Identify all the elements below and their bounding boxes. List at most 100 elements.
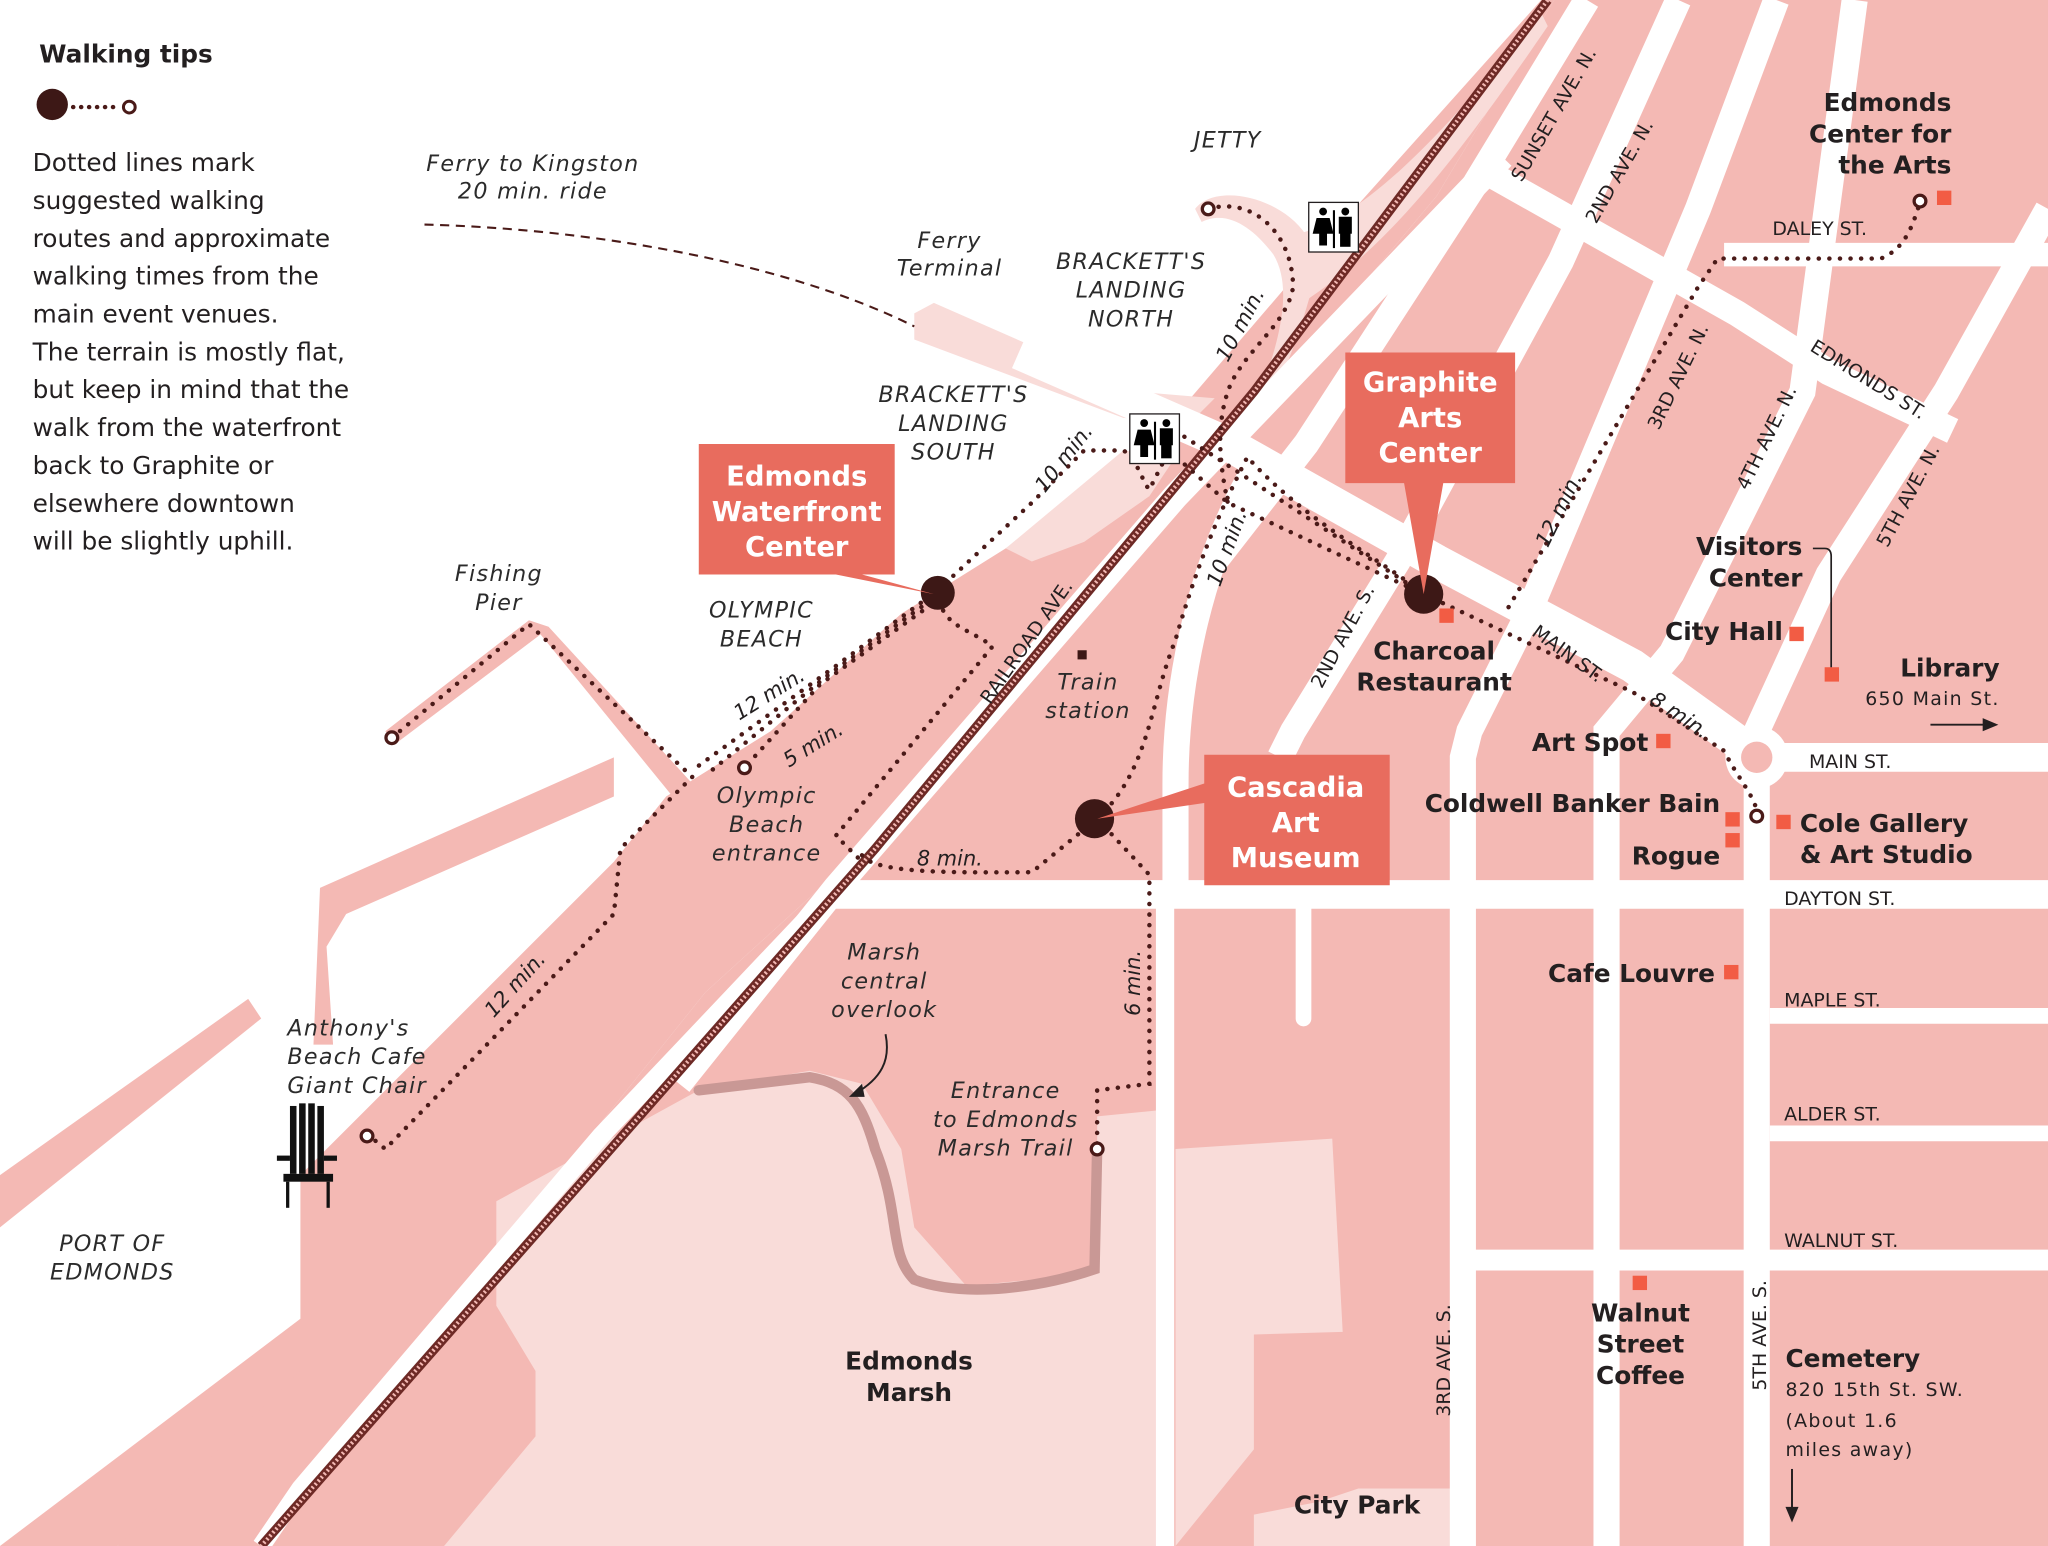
marsh-overlook-label: central [841,968,928,994]
venue-dot-cascadia[interactable] [1074,799,1115,839]
legend-title: Walking tips [39,40,213,69]
walking-routes [367,200,1923,1153]
place-edmonds-marsh[interactable]: Edmonds [845,1347,973,1376]
cemetery-address: 820 15th St. SW. [1785,1379,1964,1401]
place-library[interactable]: Library [1900,653,1999,682]
venue-callout-cascadia[interactable]: Cascadia Art Museum [1097,754,1390,886]
street-label-walnut: WALNUT ST. [1784,1230,1898,1252]
endpoint-olympic-entrance[interactable] [736,760,752,776]
place-edmonds-marsh[interactable]: Marsh [866,1378,952,1407]
place-city-hall[interactable]: City Hall [1665,617,1783,646]
port-land [0,998,262,1228]
place-walnut-coffee[interactable]: Street [1597,1330,1685,1359]
place-art-spot[interactable]: Art Spot [1532,728,1649,757]
poi-rogue[interactable] [1725,833,1740,848]
train-station-marker[interactable] [1077,650,1087,660]
legend-line: walk from the waterfront [33,413,342,442]
olympic-entrance-label: entrance [712,840,822,866]
legend-line: routes and approximate [33,224,331,253]
brackett-north-label: LANDING [1076,278,1187,304]
venue-label-line: Arts [1398,403,1462,434]
endpoint-jetty[interactable] [1200,201,1216,217]
marsh-overlook-label: overlook [831,997,937,1023]
place-labels: Edmonds Center for the Arts Visitors Cen… [845,88,1999,1519]
place-cemetery[interactable]: Cemetery [1785,1344,1920,1373]
edmonds-st-road [1476,158,1959,443]
roundabout-center [1741,741,1773,773]
place-visitors-center[interactable]: Visitors [1696,532,1802,561]
port-jetty-south [313,757,614,1045]
street-label-alder: ALDER ST. [1784,1103,1881,1125]
brackett-north-label: NORTH [1088,306,1174,332]
cemetery-address: (About 1.6 [1785,1410,1898,1432]
cemetery-arrowhead [1785,1506,1799,1523]
poi-visitors[interactable] [1824,667,1840,682]
place-cole-gallery[interactable]: & Art Studio [1800,840,1973,869]
city-park-lower [1253,1488,1457,1546]
route-brackett-south [935,448,1172,593]
city-park-area [1175,1138,1343,1546]
venue-callout-graphite[interactable]: Graphite Arts Center [1345,352,1516,595]
place-ecfa[interactable]: the Arts [1838,151,1951,180]
endpoint-cole[interactable] [1749,808,1765,824]
fishing-pier-label: Fishing [455,561,543,587]
port-label: EDMONDS [50,1260,175,1286]
venue-label-line: Art [1272,808,1320,839]
venue-label-line: Museum [1231,843,1361,874]
restroom-icon[interactable] [1308,201,1360,253]
poi-city-hall[interactable] [1789,626,1804,642]
place-city-park[interactable]: City Park [1294,1490,1421,1519]
place-walnut-coffee[interactable]: Walnut [1591,1298,1690,1327]
adirondack-chair-icon[interactable] [276,1103,337,1208]
fishing-pier-arm [528,620,693,797]
poi-coldwell[interactable] [1725,812,1740,827]
poi-cole[interactable] [1776,814,1791,830]
route-endpoints [359,193,1928,1157]
legend-line: but keep in mind that the [33,375,350,404]
legend-line: elsewhere downtown [33,489,295,518]
legend-line: Dotted lines mark [33,148,256,177]
venue-dot-waterfront[interactable] [920,575,955,610]
endpoint-anthonys[interactable] [359,1128,375,1144]
place-coldwell[interactable]: Coldwell Banker Bain [1425,789,1720,818]
library-address: 650 Main St. [1865,688,1999,710]
train-station-label: station [1045,698,1131,724]
legend-venue-dot-icon [36,88,68,121]
place-walnut-coffee[interactable]: Coffee [1596,1361,1685,1390]
venue-callout-waterfront[interactable]: Edmonds Waterfront Center [698,443,934,595]
legend-endpoint-icon [121,99,137,115]
poi-walnut-coffee[interactable] [1632,1275,1648,1291]
poi-ecfa[interactable] [1936,190,1952,206]
anthonys-label: Giant Chair [287,1073,427,1099]
time-label: 6 min. [1121,950,1145,1016]
street-label-main: MAIN ST. [1809,751,1891,773]
place-charcoal[interactable]: Restaurant [1356,668,1512,697]
area-labels: Ferry to Kingston 20 min. ride Ferry Ter… [50,128,1260,1286]
restroom-icon[interactable] [1129,413,1181,465]
poi-cafe-louvre[interactable] [1724,964,1739,980]
street-label-3rd-s: 3RD AVE. S. [1433,1304,1455,1416]
street-label-5th-s: 5TH AVE. S. [1749,1280,1771,1391]
place-visitors-center[interactable]: Center [1709,563,1803,592]
marsh-overlook-arrowhead [848,1083,865,1097]
place-charcoal[interactable]: Charcoal [1373,636,1495,665]
poi-art-spot[interactable] [1656,733,1671,749]
place-cole-gallery[interactable]: Cole Gallery [1800,809,1969,838]
poi-charcoal[interactable] [1439,608,1454,623]
legend-line: walking times from the [33,262,319,291]
ferry-label: 20 min. ride [458,178,608,204]
port-south-land [0,1318,301,1546]
port-label: PORT OF [59,1231,165,1257]
ferry-label: Ferry to Kingston [426,151,639,177]
endpoint-ecfa[interactable] [1912,193,1928,209]
fifth-ave-road [1743,202,2048,1546]
endpoint-marsh-entrance[interactable] [1089,1141,1105,1157]
place-cafe-louvre[interactable]: Cafe Louvre [1548,959,1715,988]
place-ecfa[interactable]: Center for [1809,119,1952,148]
legend-line: back to Graphite or [33,451,275,480]
place-ecfa[interactable]: Edmonds [1824,88,1952,117]
waterfront-land [117,0,1555,1546]
endpoint-fishing-pier[interactable] [384,730,400,746]
place-rogue[interactable]: Rogue [1632,841,1720,870]
brackett-south-label: SOUTH [911,440,996,466]
